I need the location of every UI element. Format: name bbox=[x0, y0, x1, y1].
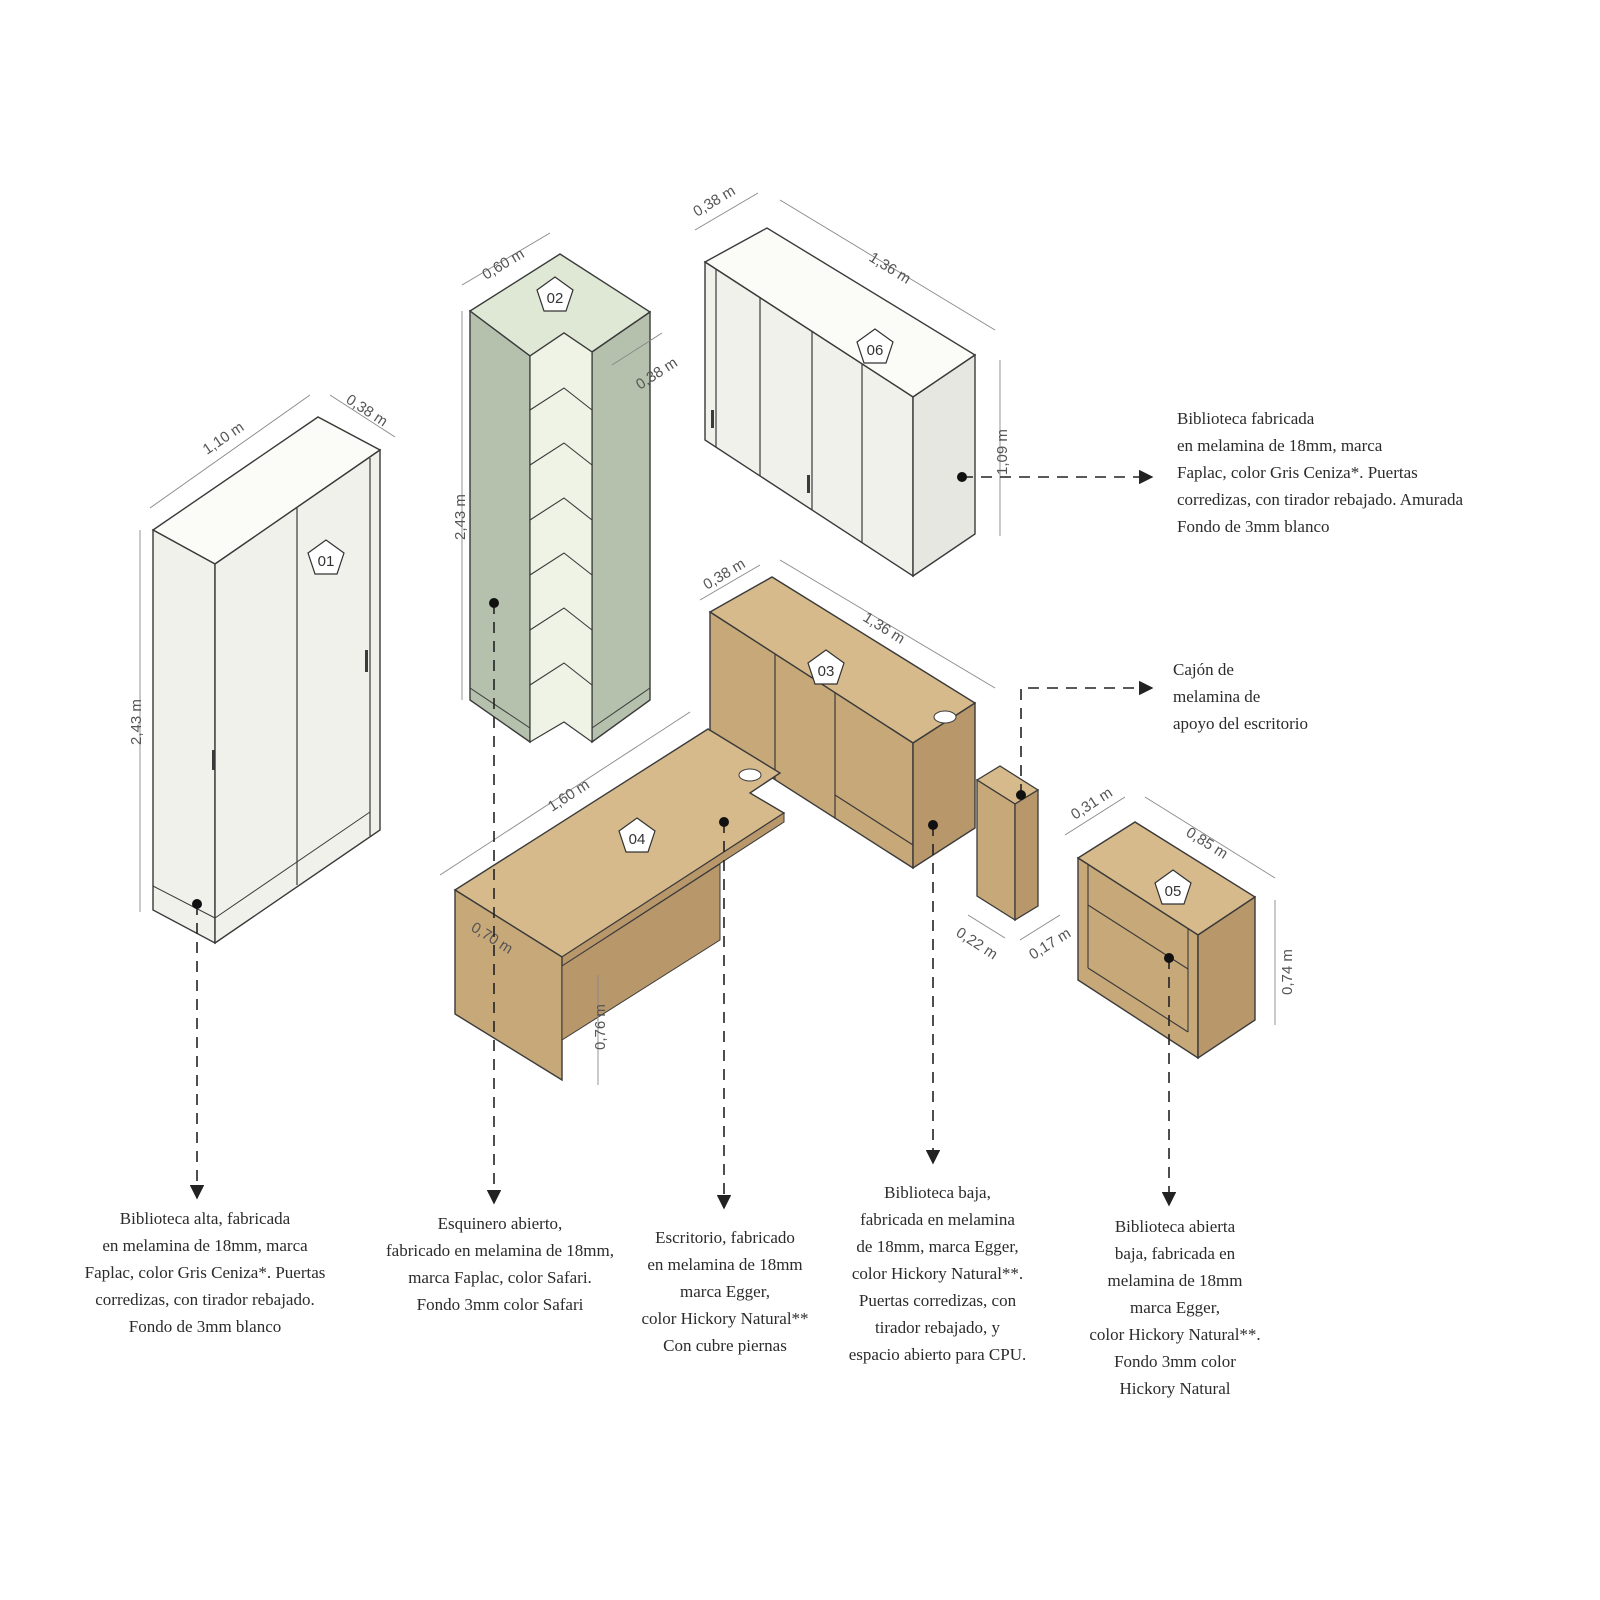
caption-03-line-6: tirador rebajado, y bbox=[874, 1318, 1001, 1337]
caption-05-line-3: melamina de 18mm bbox=[1107, 1271, 1243, 1290]
tag-04-label: 04 bbox=[629, 831, 646, 848]
dim-04-height: 0,76 m bbox=[592, 1004, 609, 1050]
caption-06-line-3: Faplac, color Gris Ceniza*. Puertas bbox=[1177, 463, 1418, 482]
dim-02-width: 0,60 m bbox=[479, 245, 527, 283]
caption-03-line-1: Biblioteca baja, bbox=[884, 1183, 991, 1202]
caption-03-line-2: fabricada en melamina bbox=[860, 1210, 1015, 1229]
dim-06-height: 1,09 m bbox=[994, 429, 1011, 475]
furniture-02-corner-unit bbox=[468, 253, 652, 744]
f04-leg bbox=[454, 888, 563, 1082]
f04-modesty bbox=[561, 863, 721, 1041]
tag-03-label: 03 bbox=[818, 663, 835, 680]
caption-06-line-5: Fondo de 3mm blanco bbox=[1177, 517, 1330, 536]
drawer-front bbox=[976, 778, 1016, 922]
caption-02-line-3: marca Faplac, color Safari. bbox=[408, 1268, 592, 1287]
dim-06-width: 1,36 m bbox=[866, 249, 914, 288]
caption-03-line-7: espacio abierto para CPU. bbox=[848, 1345, 1027, 1364]
dim-05-depth: 0,31 m bbox=[1068, 784, 1116, 823]
caption-02: Esquinero abierto, fabricado en melamina… bbox=[365, 1210, 635, 1318]
tag-01-label: 01 bbox=[318, 553, 335, 570]
dim-06-depth: 0,38 m bbox=[690, 182, 738, 220]
dim-01-width: 1,10 m bbox=[200, 419, 248, 459]
caption-01-line-3: Faplac, color Gris Ceniza*. Puertas bbox=[84, 1263, 326, 1282]
caption-05-line-7: Hickory Natural bbox=[1119, 1379, 1231, 1398]
drawer-support bbox=[975, 765, 1040, 922]
tag-01: 01 bbox=[307, 539, 345, 575]
caption-06-line-4: corredizas, con tirador rebajado. Amurad… bbox=[1177, 490, 1464, 509]
caption-05-line-2: baja, fabricada en bbox=[1114, 1244, 1236, 1263]
furniture-05-open-bookcase bbox=[1076, 821, 1257, 1060]
caption-05: Biblioteca abierta baja, fabricada en me… bbox=[1075, 1213, 1275, 1402]
caption-drawer-line-1: Cajón de bbox=[1173, 660, 1234, 679]
f02-left-face bbox=[469, 309, 531, 744]
caption-04: Escritorio, fabricado en melamina de 18m… bbox=[620, 1224, 830, 1359]
caption-05-line-4: marca Egger, bbox=[1130, 1298, 1220, 1317]
caption-05-line-6: Fondo 3mm color bbox=[1114, 1352, 1236, 1371]
furniture-04-desk bbox=[453, 728, 786, 1082]
dim-02-height: 2,43 m bbox=[452, 494, 469, 540]
tag-06: 06 bbox=[856, 328, 894, 364]
caption-04-line-1: Escritorio, fabricado bbox=[655, 1228, 795, 1247]
caption-03: Biblioteca baja, fabricada en melamina d… bbox=[835, 1179, 1040, 1368]
leader-drawer bbox=[1020, 680, 1154, 795]
tag-02-label: 02 bbox=[547, 290, 564, 307]
leader-lines bbox=[189, 469, 1177, 1210]
caption-01-line-1: Biblioteca alta, fabricada bbox=[119, 1209, 291, 1228]
drawer-side bbox=[1014, 788, 1039, 922]
caption-05-line-1: Biblioteca abierta bbox=[1114, 1217, 1236, 1236]
furniture-06-wall-bookcase bbox=[703, 227, 977, 578]
furniture-03-low-bookcase bbox=[708, 576, 977, 870]
dim-05-height: 0,74 m bbox=[1279, 949, 1296, 995]
tag-03: 03 bbox=[807, 649, 845, 685]
f05-side bbox=[1197, 895, 1256, 1060]
caption-06-line-2: en melamina de 18mm, marca bbox=[1177, 436, 1383, 455]
tag-06-label: 06 bbox=[867, 342, 884, 359]
leader-dots bbox=[192, 472, 1174, 963]
dim-01-depth: 0,38 m bbox=[343, 391, 391, 430]
dim-drawer-width: 0,17 m bbox=[1026, 925, 1074, 964]
dim-drawer-depth: 0,22 m bbox=[953, 924, 1001, 963]
tag-05: 05 bbox=[1154, 869, 1192, 905]
dimension-lines bbox=[139, 192, 1276, 1085]
caption-01-line-2: en melamina de 18mm, marca bbox=[102, 1236, 308, 1255]
tag-05-label: 05 bbox=[1165, 883, 1182, 900]
tag-05-pentagon bbox=[1154, 869, 1192, 905]
dim-01-height: 2,43 m bbox=[128, 699, 145, 745]
f02-inner bbox=[529, 332, 593, 744]
caption-06-line-1: Biblioteca fabricada bbox=[1177, 409, 1315, 428]
caption-03-line-5: Puertas corredizas, con bbox=[858, 1291, 1017, 1310]
tag-02-pentagon bbox=[536, 276, 574, 312]
tag-01-pentagon bbox=[307, 539, 345, 575]
caption-03-line-3: de 18mm, marca Egger, bbox=[856, 1237, 1019, 1256]
caption-drawer: Cajón de melamina de apoyo del escritori… bbox=[1173, 656, 1373, 737]
caption-05-line-5: color Hickory Natural**. bbox=[1089, 1325, 1261, 1344]
caption-04-line-3: marca Egger, bbox=[680, 1282, 770, 1301]
caption-02-line-2: fabricado en melamina de 18mm, bbox=[386, 1241, 614, 1260]
caption-drawer-line-3: apoyo del escritorio bbox=[1173, 714, 1309, 733]
tag-03-pentagon bbox=[807, 649, 845, 685]
f01-front bbox=[152, 528, 216, 945]
caption-06: Biblioteca fabricada en melamina de 18mm… bbox=[1177, 405, 1507, 540]
caption-03-line-4: color Hickory Natural**. bbox=[851, 1264, 1024, 1283]
caption-01-line-4: corredizas, con tirador rebajado. bbox=[95, 1290, 315, 1309]
tag-06-pentagon bbox=[856, 328, 894, 364]
caption-04-line-4: color Hickory Natural** bbox=[641, 1309, 809, 1328]
furniture-01-tall-bookcase bbox=[151, 416, 382, 945]
caption-04-line-5: Con cubre piernas bbox=[663, 1336, 787, 1355]
dim-03-depth: 0,38 m bbox=[700, 555, 748, 593]
caption-01-line-5: Fondo de 3mm blanco bbox=[128, 1317, 282, 1336]
tag-04: 04 bbox=[618, 817, 656, 853]
tag-02: 02 bbox=[536, 276, 574, 312]
caption-drawer-line-2: melamina de bbox=[1173, 687, 1261, 706]
caption-02-line-1: Esquinero abierto, bbox=[437, 1214, 563, 1233]
f06-side bbox=[912, 353, 976, 578]
caption-02-line-4: Fondo 3mm color Safari bbox=[416, 1295, 584, 1314]
tag-04-pentagon bbox=[618, 817, 656, 853]
caption-01: Biblioteca alta, fabricada en melamina d… bbox=[60, 1205, 350, 1340]
caption-04-line-2: en melamina de 18mm bbox=[647, 1255, 803, 1274]
